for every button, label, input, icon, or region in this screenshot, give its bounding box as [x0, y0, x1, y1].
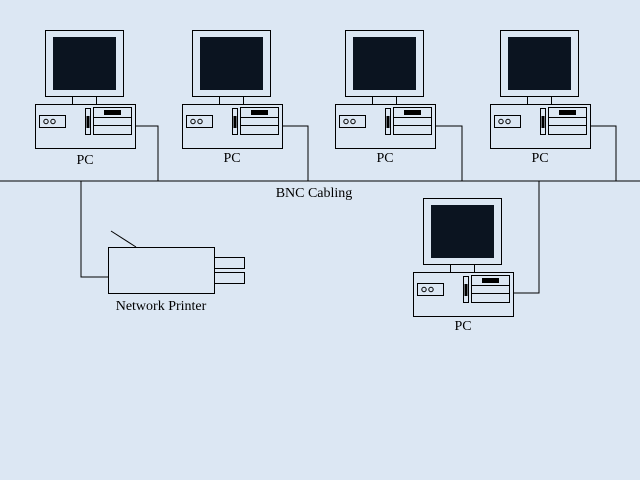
printer-tray-upper	[214, 257, 245, 269]
network-printer: Network Printer	[108, 230, 245, 314]
pc-2: PC	[182, 30, 283, 166]
pc-4-cable	[590, 125, 617, 181]
pc-2-cable	[282, 125, 309, 181]
printer-icon	[108, 230, 245, 294]
pc-3-cable	[434, 125, 463, 181]
pc-1: PC	[35, 30, 136, 168]
desktop-computer-icon	[182, 30, 283, 149]
desktop-computer-icon	[413, 198, 514, 317]
pc-4-label: PC	[531, 151, 548, 166]
printer-tray-lower	[214, 272, 245, 284]
pc-3-label: PC	[376, 151, 393, 166]
pc-2-label: PC	[223, 151, 240, 166]
pc-1-cable	[135, 125, 159, 181]
printer-antenna	[110, 230, 137, 248]
desktop-computer-icon	[490, 30, 591, 149]
pc-1-label: PC	[76, 153, 93, 168]
pc-5-label: PC	[454, 319, 471, 334]
pc-5-cable	[513, 181, 540, 294]
desktop-computer-icon	[335, 30, 436, 149]
printer-body	[108, 247, 215, 294]
pc-3: PC	[335, 30, 436, 166]
desktop-computer-icon	[35, 30, 136, 149]
pc-5: PC	[413, 198, 514, 334]
bus-label: BNC Cabling	[276, 186, 353, 201]
printer-label: Network Printer	[116, 299, 207, 314]
printer-cable	[80, 181, 108, 278]
pc-4: PC	[490, 30, 591, 166]
